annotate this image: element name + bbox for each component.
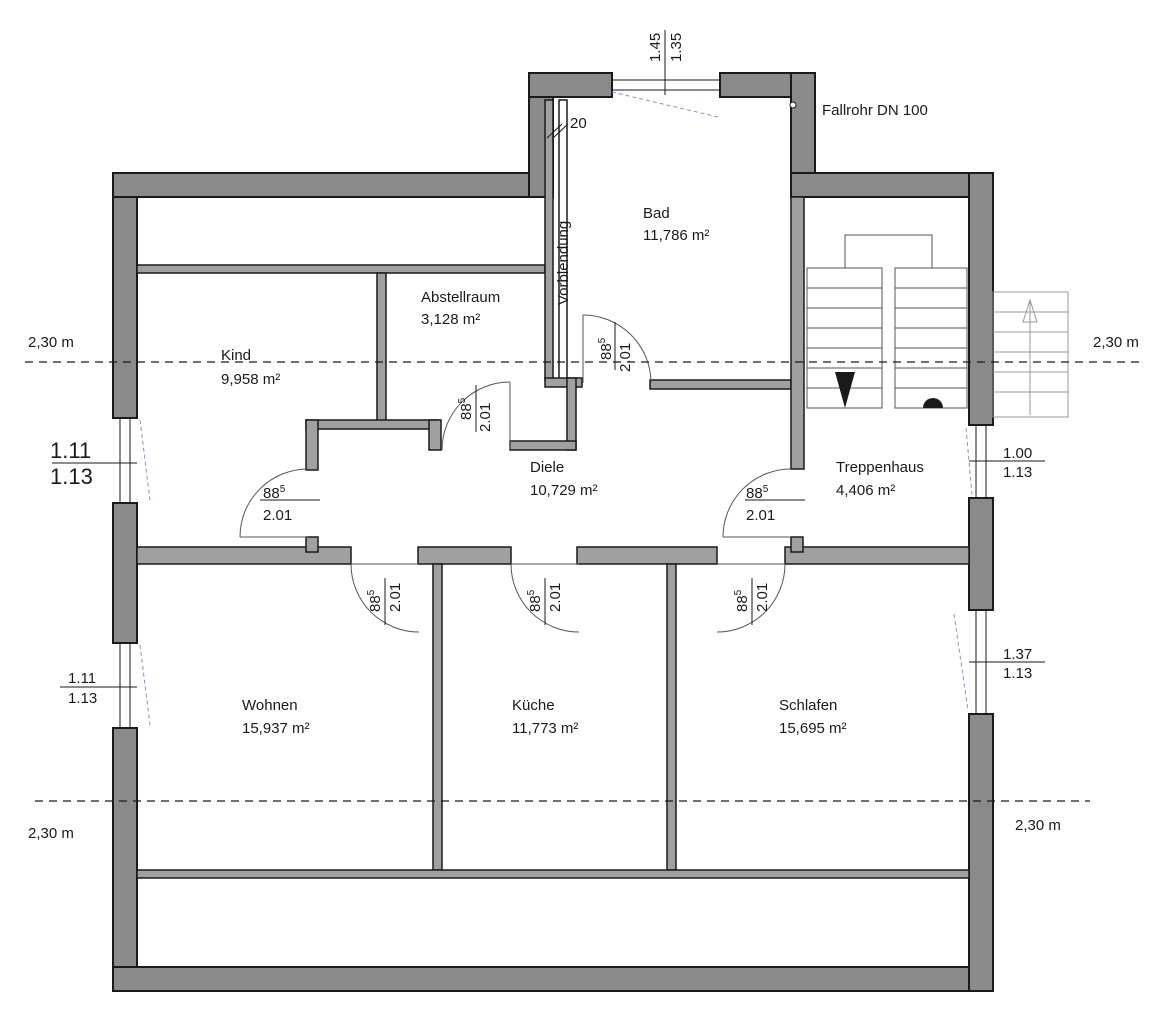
door-bad-width: 885 xyxy=(597,337,615,360)
room-name-abstellraum: Abstellraum xyxy=(421,289,500,306)
door-swing-abstell xyxy=(441,381,511,451)
height-lower-right: 2,30 m xyxy=(1015,817,1061,834)
door-schlafen-height: 2.01 xyxy=(754,583,771,612)
door-treppe-height: 2.01 xyxy=(746,507,775,524)
room-area-schlafen: 15,695 m² xyxy=(779,720,847,737)
right-wall-top xyxy=(968,172,994,426)
wall-wohnen-kueche xyxy=(432,563,443,871)
door-schlafen-width: 885 xyxy=(733,589,751,612)
window-schlafen-height: 1.13 xyxy=(1003,665,1032,682)
vorblendung-label: Vorblendung xyxy=(555,221,572,305)
door-abstell-width: 885 xyxy=(457,397,475,420)
room-name-kueche: Küche xyxy=(512,697,555,714)
height-lines xyxy=(25,361,1145,802)
window-wohnen-height: 1.13 xyxy=(68,690,97,707)
door-abstell-height: 2.01 xyxy=(477,403,494,432)
room-name-diele: Diele xyxy=(530,459,564,476)
door-wohnen-width: 885 xyxy=(366,589,384,612)
wall-vorblendung-base xyxy=(544,377,583,388)
left-wall-bottom xyxy=(112,727,138,991)
fallrohr-label: Fallrohr DN 100 xyxy=(822,102,928,119)
window-labels: 1.45 1.35 1.11 1.13 1.11 1.13 1.00 1.13 … xyxy=(50,33,1032,707)
interior-walls xyxy=(136,99,970,879)
door-swing-treppe xyxy=(722,468,792,538)
stair-arrow-up-icon xyxy=(1022,298,1038,323)
wall-diele-nook-right xyxy=(428,419,442,451)
room-labels: Bad 11,786 m² Abstellraum 3,128 m² Kind … xyxy=(221,205,924,737)
wall-abstell-right xyxy=(566,377,577,451)
right-wall-bottom xyxy=(968,713,994,992)
room-name-schlafen: Schlafen xyxy=(779,697,837,714)
door-kind-height: 2.01 xyxy=(263,507,292,524)
door-swing-wohnen xyxy=(350,563,420,633)
height-upper-left: 2,30 m xyxy=(28,334,74,351)
misc-labels: Fallrohr DN 100 Vorblendung 20 2,30 m 2,… xyxy=(28,102,1139,842)
room-area-kind: 9,958 m² xyxy=(221,371,280,388)
kneewall-top xyxy=(136,264,546,274)
exterior-walls xyxy=(112,72,994,992)
wall-central-4 xyxy=(784,546,970,565)
window-top-width: 1.45 xyxy=(647,33,664,62)
room-name-kind: Kind xyxy=(221,347,251,364)
wall-stub-left xyxy=(305,536,319,553)
window-treppe-height: 1.13 xyxy=(1003,464,1032,481)
door-kind-width: 885 xyxy=(263,484,286,502)
wall-central-3 xyxy=(576,546,718,565)
door-swing-kueche xyxy=(510,563,580,633)
room-name-bad: Bad xyxy=(643,205,670,222)
door-bad-height: 2.01 xyxy=(617,343,634,372)
door-kueche-height: 2.01 xyxy=(547,583,564,612)
top-wall-left xyxy=(112,172,554,198)
wall-bad-bottom xyxy=(649,379,792,390)
room-name-treppenhaus: Treppenhaus xyxy=(836,459,924,476)
wall-diele-nook-left xyxy=(305,419,319,471)
room-area-wohnen: 15,937 m² xyxy=(242,720,310,737)
kneewall-bottom xyxy=(136,869,970,879)
wall-abstell-stub xyxy=(509,440,577,451)
wall-bad-treppe xyxy=(790,196,805,470)
top-wall-right xyxy=(790,172,994,198)
wall-thickness-label: 20 xyxy=(570,115,587,132)
window-treppe-width: 1.00 xyxy=(1003,445,1032,462)
room-area-treppenhaus: 4,406 m² xyxy=(836,482,895,499)
door-swing-schlafen xyxy=(716,563,786,633)
wall-kueche-schlafen xyxy=(666,563,677,871)
room-area-abstellraum: 3,128 m² xyxy=(421,311,480,328)
room-area-bad: 11,786 m² xyxy=(643,227,709,244)
vorblendung-wall xyxy=(544,99,554,381)
stair-end-marker-icon xyxy=(923,398,943,408)
door-labels: 885 2.01 885 2.01 885 2.01 885 2.01 885 … xyxy=(263,337,775,612)
window-schlafen-width: 1.37 xyxy=(1003,646,1032,663)
door-treppe-width: 885 xyxy=(746,484,769,502)
door-kueche-width: 885 xyxy=(526,589,544,612)
window-top-height: 1.35 xyxy=(668,33,685,62)
door-swing-kind xyxy=(239,468,309,538)
window-kind-height: 1.13 xyxy=(50,464,93,489)
left-wall-top xyxy=(112,172,138,419)
wall-stub-right xyxy=(790,536,804,553)
room-area-kueche: 11,773 m² xyxy=(512,720,578,737)
door-swings xyxy=(239,314,792,633)
wall-central-1 xyxy=(136,546,352,565)
staircase xyxy=(806,234,1069,418)
wall-kind-abstell xyxy=(376,272,387,426)
left-wall-middle xyxy=(112,502,138,644)
bad-wall-top-left xyxy=(528,72,613,98)
door-wohnen-height: 2.01 xyxy=(387,583,404,612)
fallrohr-pipe-icon xyxy=(789,101,797,109)
dimension-ticks xyxy=(52,30,1045,688)
wall-central-2 xyxy=(417,546,512,565)
window-wohnen-width: 1.11 xyxy=(68,670,96,687)
right-wall-middle xyxy=(968,497,994,611)
window-kind-width: 1.11 xyxy=(50,438,91,463)
height-lower-left: 2,30 m xyxy=(28,825,74,842)
room-area-diele: 10,729 m² xyxy=(530,482,598,499)
wall-diele-nook-top xyxy=(305,419,439,430)
height-upper-right: 2,30 m xyxy=(1093,334,1139,351)
door-swing-bad xyxy=(582,314,652,384)
room-name-wohnen: Wohnen xyxy=(242,697,298,714)
bottom-wall xyxy=(112,966,994,992)
stair-arrow-down-icon xyxy=(835,372,855,408)
